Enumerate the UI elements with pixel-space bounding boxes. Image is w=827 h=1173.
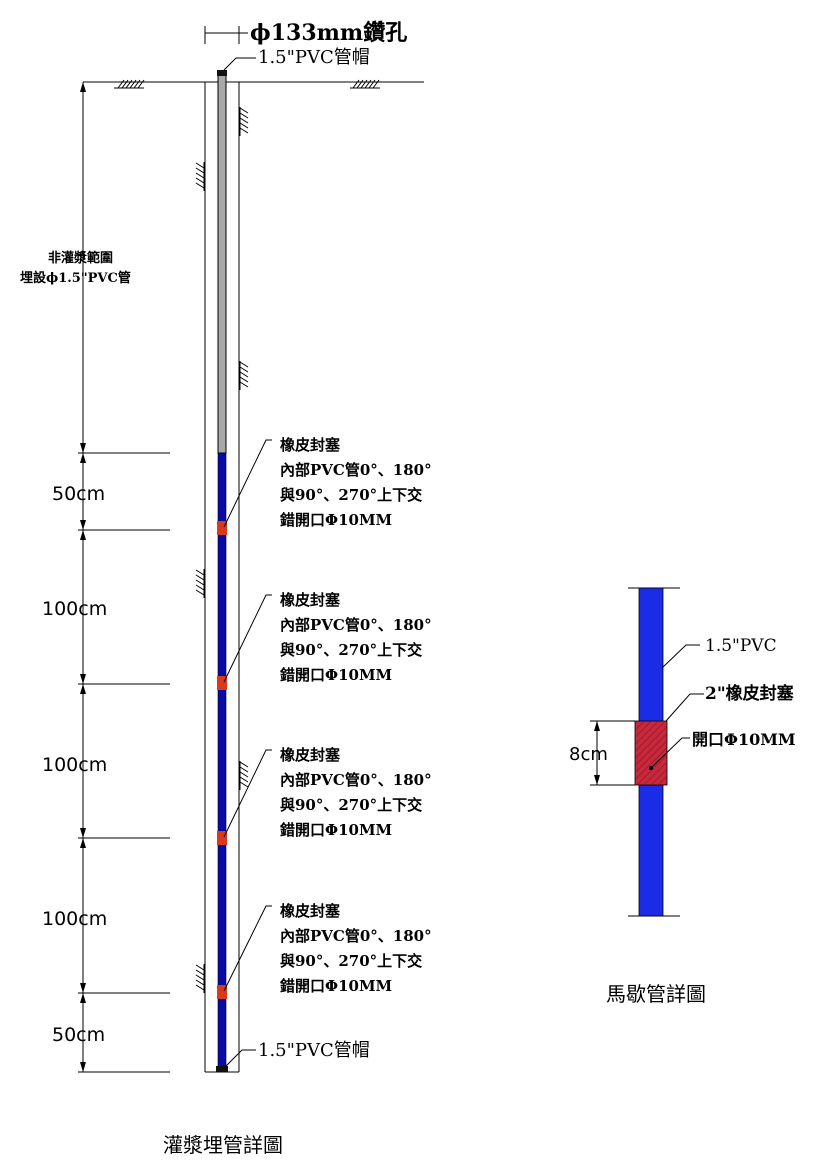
packer-note-1: 橡皮封塞 內部PVC管0°、180° 與90°、270°上下交 錯開口Φ10MM	[223, 436, 432, 529]
dim-label-4: 100cm	[42, 908, 107, 930]
top-cap-leader	[223, 57, 256, 71]
grout-pipe-drawing: ϕ133mm鑽孔 1.5"PVC管帽	[20, 20, 432, 1157]
bottom-cap-leader	[223, 1049, 256, 1069]
dim-label-1: 50cm	[52, 483, 105, 505]
detail-pvc-leader	[661, 644, 700, 669]
packer-1	[217, 521, 227, 535]
detail-packer-label: 2"橡皮封塞	[705, 683, 795, 704]
svg-text:內部PVC管0°、180°: 內部PVC管0°、180°	[280, 927, 432, 945]
svg-text:與90°、270°上下交: 與90°、270°上下交	[280, 952, 422, 970]
packer-note-3: 橡皮封塞 內部PVC管0°、180° 與90°、270°上下交 錯開口Φ10MM	[223, 746, 432, 839]
svg-text:與90°、270°上下交: 與90°、270°上下交	[280, 641, 422, 659]
manchette-detail-drawing: 8cm 1.5"PVC 2"橡皮封塞 開口Φ10MM 馬歇管詳圖	[569, 587, 796, 1006]
svg-text:橡皮封塞: 橡皮封塞	[280, 902, 341, 920]
detail-length-label: 8cm	[569, 744, 608, 765]
bore-diameter-label: ϕ133mm鑽孔	[250, 20, 407, 46]
dim-label-2: 100cm	[42, 598, 107, 620]
grout-pipe-caption: 灌漿埋管詳圖	[163, 1133, 283, 1157]
pvc-pipe-grout-section	[217, 452, 227, 1071]
svg-text:與90°、270°上下交: 與90°、270°上下交	[280, 486, 422, 504]
packer-note-4: 橡皮封塞 內部PVC管0°、180° 與90°、270°上下交 錯開口Φ10MM	[223, 902, 432, 995]
dimension-extension-lines	[78, 452, 170, 1073]
top-pvc-cap	[217, 70, 227, 76]
detail-packer-hatch	[635, 721, 667, 785]
packer-2	[217, 676, 227, 690]
detail-length-dimension	[590, 720, 635, 786]
ground-hatch-left	[114, 79, 145, 89]
pvc-pipe-upper	[217, 74, 227, 454]
svg-text:橡皮封塞: 橡皮封塞	[280, 591, 341, 609]
detail-opening-label: 開口Φ10MM	[692, 730, 796, 749]
non-grout-label-line2: 埋設ϕ1.5"PVC管	[20, 270, 131, 286]
svg-text:錯開口Φ10MM: 錯開口Φ10MM	[280, 511, 392, 529]
non-grout-label-line1: 非灌漿範圍	[48, 250, 113, 266]
svg-text:錯開口Φ10MM: 錯開口Φ10MM	[280, 666, 392, 684]
svg-text:橡皮封塞: 橡皮封塞	[280, 436, 341, 454]
packer-4	[217, 985, 227, 999]
svg-text:錯開口Φ10MM: 錯開口Φ10MM	[280, 977, 392, 995]
dim-label-3: 100cm	[42, 754, 107, 776]
bottom-cap-label: 1.5"PVC管帽	[258, 1040, 370, 1061]
bottom-pvc-cap	[216, 1066, 228, 1072]
dim-label-5: 50cm	[52, 1024, 105, 1046]
packer-note-2: 橡皮封塞 內部PVC管0°、180° 與90°、270°上下交 錯開口Φ10MM	[223, 591, 432, 684]
manchette-detail-caption: 馬歇管詳圖	[606, 982, 706, 1006]
svg-text:與90°、270°上下交: 與90°、270°上下交	[280, 796, 422, 814]
ground-hatch-right	[350, 79, 380, 89]
detail-pvc-label: 1.5"PVC	[705, 636, 777, 656]
svg-text:錯開口Φ10MM: 錯開口Φ10MM	[280, 821, 392, 839]
svg-text:橡皮封塞: 橡皮封塞	[280, 746, 341, 764]
top-cap-label: 1.5"PVC管帽	[258, 47, 370, 68]
svg-text:內部PVC管0°、180°: 內部PVC管0°、180°	[280, 771, 432, 789]
detail-opening-leader	[650, 737, 690, 769]
detail-packer-leader	[665, 693, 704, 722]
wall-hatch	[195, 107, 249, 993]
packer-3	[217, 831, 227, 845]
svg-text:內部PVC管0°、180°: 內部PVC管0°、180°	[280, 616, 432, 634]
dimension-arrows	[80, 82, 86, 1072]
svg-text:內部PVC管0°、180°: 內部PVC管0°、180°	[280, 461, 432, 479]
bore-diameter-dimension	[204, 26, 248, 44]
